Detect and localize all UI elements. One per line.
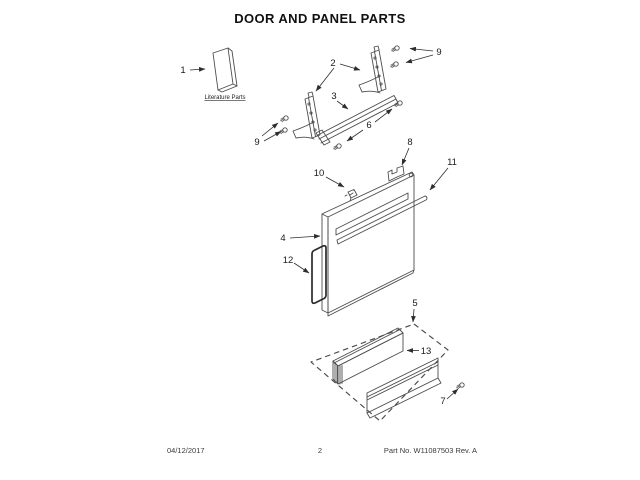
page-title: DOOR AND PANEL PARTS [234,11,406,26]
callout-9-left: 9 [254,137,259,148]
screw-icon [394,100,403,108]
callout-3: 3 [331,91,336,102]
footer-part-number: Part No. W11087503 Rev. A [383,446,477,455]
screw-icon [280,115,289,123]
page-footer: 04/12/2017 2 Part No. W11087503 Rev. A [0,446,640,458]
callout-12: 12 [283,255,294,266]
left-hinge [292,91,321,140]
screw-icon [456,382,465,390]
callout-8: 8 [407,137,412,148]
literature-parts-label: Literature Parts [204,95,245,101]
screw-icon [279,127,288,135]
insulation-panel [332,327,404,385]
callout-9-right: 9 [436,47,441,58]
footer-date: 04/12/2017 [167,446,205,455]
literature-pack [212,47,238,93]
callout-numbers: 1 2 9 3 6 9 8 11 10 4 12 5 13 7 [180,47,457,407]
door-latch [387,165,405,182]
callout-6: 6 [366,120,371,131]
screw-icon [333,143,342,151]
toe-kickplate [366,357,442,419]
callout-4: 4 [280,233,285,244]
callout-7: 7 [440,396,445,407]
callout-11: 11 [447,157,457,168]
screw-icon [391,45,400,53]
screw-icon [390,61,399,69]
vent-rail [315,95,399,146]
door-panel [321,171,415,317]
trim-strip [336,195,428,245]
callout-2: 2 [330,58,335,69]
footer-page-number: 2 [317,446,323,455]
callout-10: 10 [314,168,325,179]
callout-leaders [189,46,459,400]
access-panel [311,244,327,305]
mounting-clip [344,189,358,202]
right-hinge [358,45,387,94]
callout-13: 13 [421,346,432,357]
panel-kit-outline [310,323,449,422]
callout-1: 1 [180,65,185,76]
callout-5: 5 [412,298,417,309]
